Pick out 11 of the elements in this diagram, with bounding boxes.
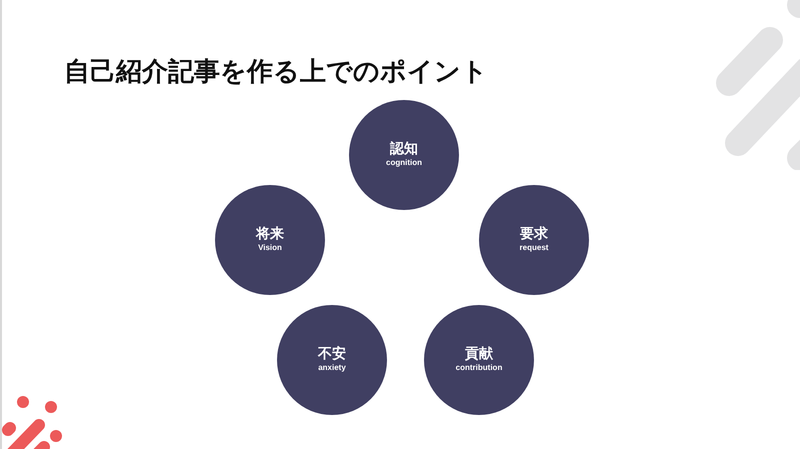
topic-heading: 不安 [318, 346, 346, 364]
topic-heading: 認知 [390, 141, 418, 158]
topic-subtitle: contribution [456, 363, 502, 374]
topic-heading: 貢献 [465, 346, 493, 364]
topic-subtitle: cognition [386, 158, 422, 169]
topic-subtitle: Vision [258, 243, 282, 254]
topic-subtitle: anxiety [318, 363, 346, 374]
topic-heading: 将来 [256, 226, 284, 244]
topic-heading: 要求 [520, 226, 548, 244]
topic-subtitle: request [520, 243, 548, 254]
slide-title: 自己紹介記事を作る上でのポイント [64, 56, 488, 89]
